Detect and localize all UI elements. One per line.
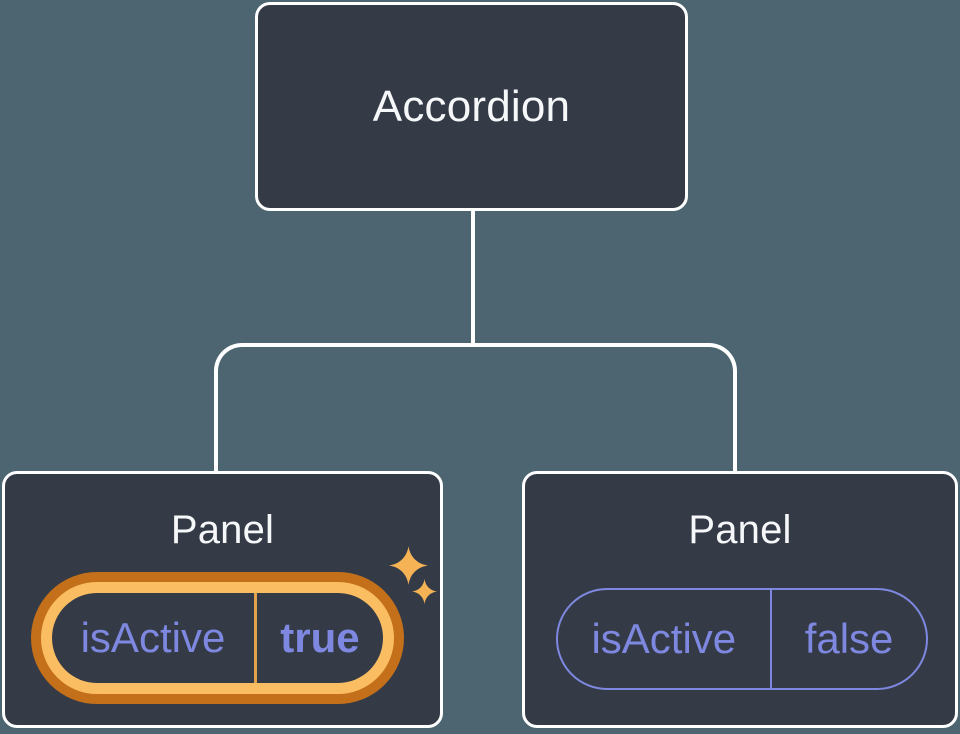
connector-root-stem xyxy=(471,211,475,344)
panel-title: Panel xyxy=(688,508,792,552)
panel-node-active: Panel isActive true xyxy=(2,471,443,728)
state-value-label: false xyxy=(804,615,894,662)
state-key-label: isActive xyxy=(591,615,737,662)
state-pill-inactive: isActive false xyxy=(556,588,928,690)
state-value-cell: false xyxy=(772,590,926,688)
pill-divider xyxy=(769,590,773,688)
state-pill-core: isActive true xyxy=(52,593,383,683)
connector-branch xyxy=(214,343,737,471)
state-key-cell: isActive xyxy=(558,590,770,688)
sparkle-icon-small xyxy=(412,579,437,604)
state-value-cell: true xyxy=(257,593,383,683)
pill-divider xyxy=(253,593,257,683)
state-value-label: true xyxy=(280,614,360,661)
state-key-label: isActive xyxy=(80,614,226,661)
accordion-label: Accordion xyxy=(372,81,571,131)
panel-title: Panel xyxy=(170,508,275,552)
accordion-node: Accordion xyxy=(255,2,688,211)
sparkle-icon-large xyxy=(389,546,428,585)
state-key-cell: isActive xyxy=(52,593,254,683)
panel-node-inactive: Panel isActive false xyxy=(522,471,958,728)
state-pill-active: isActive true xyxy=(31,572,404,704)
